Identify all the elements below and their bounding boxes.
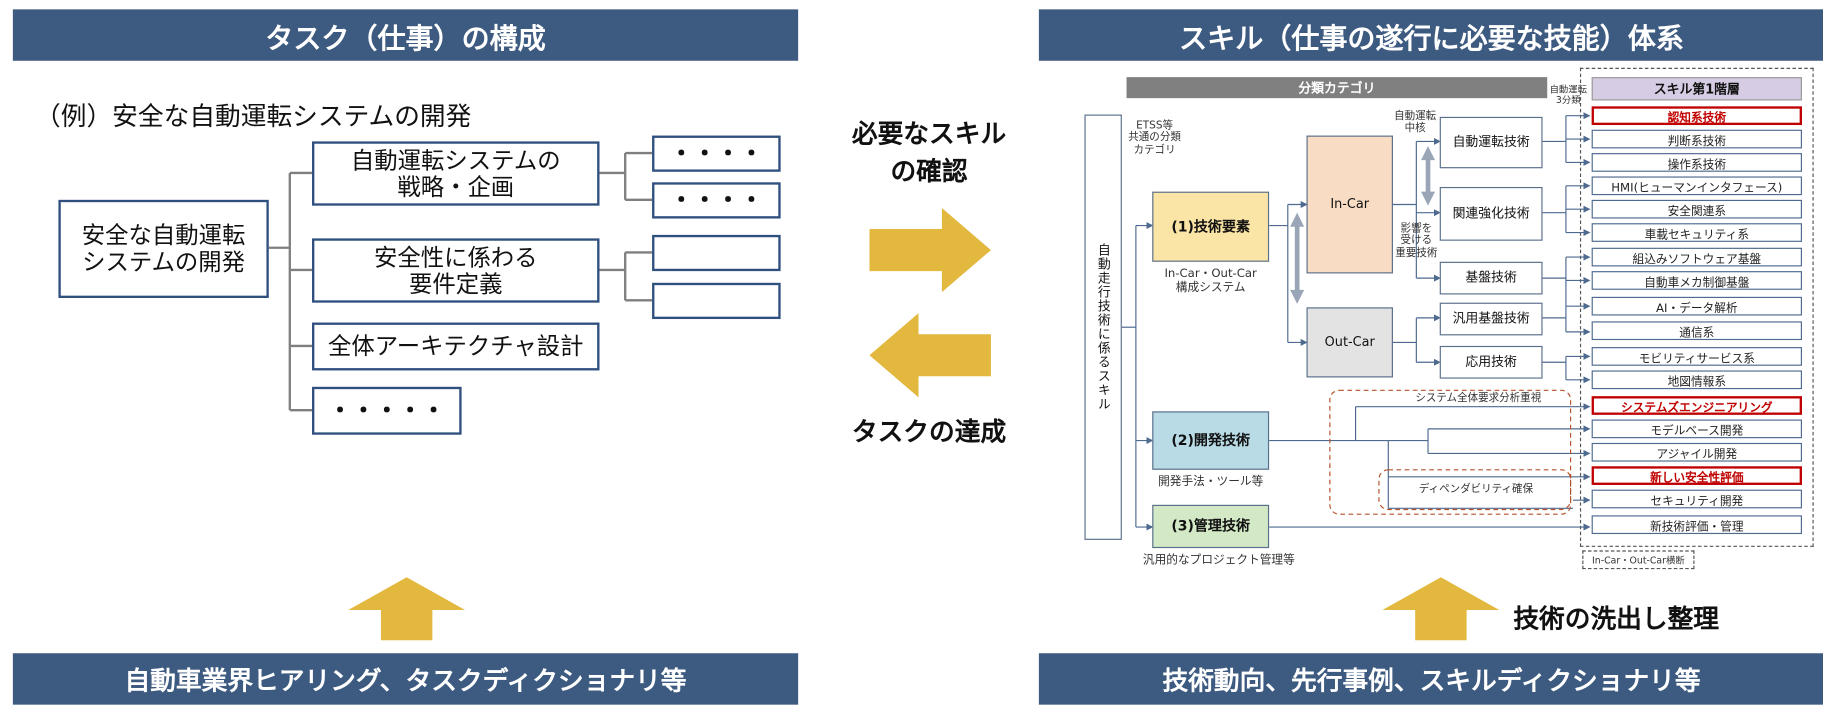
in-car-box: In-Car — [1306, 135, 1393, 274]
tech-elements-caption: In-Car・Out-Car 構成システム — [1164, 267, 1257, 294]
example-label: （例）安全な自動運転システムの開発 — [35, 102, 472, 133]
dev-tech-category: (2)開発技術 — [1152, 411, 1270, 470]
skill-item: モデルベース開発 — [1591, 419, 1802, 439]
up-arrow-icon — [1382, 577, 1500, 641]
leaf-task-box — [652, 234, 781, 272]
up-arrow-icon — [348, 577, 466, 641]
skill-item: 通信系 — [1591, 321, 1802, 341]
left-panel-footer: 自動車業界ヒアリング、タスクディクショナリ等 — [12, 653, 799, 705]
skill-item: AI・データ解析 — [1591, 296, 1802, 316]
affected-note: 影響を 受ける 重要技術 — [1395, 223, 1438, 260]
task-tree-connectors — [268, 151, 653, 412]
tech-group-box: 基盤技術 — [1439, 261, 1543, 295]
skill-item: モビリティサービス系 — [1591, 347, 1802, 366]
etss-note: ETSS等 共通の分類 カテゴリ — [1128, 120, 1181, 157]
skill-item: セキュリティ開発 — [1591, 489, 1802, 509]
out-car-box: Out-Car — [1306, 307, 1393, 378]
skill-item: 新技術評価・管理 — [1591, 515, 1802, 535]
skill-item-highlighted: 認知系技術 — [1591, 106, 1802, 126]
left-panel-header: タスク（仕事）の構成 — [12, 9, 799, 61]
root-task-box: 安全な自動運転 システムの開発 — [58, 199, 269, 298]
right-panel-header: スキル（仕事の遂行に必要な技能）体系 — [1038, 9, 1823, 61]
skill-item: HMI(ヒューマンインタフェース) — [1591, 176, 1802, 196]
root-skill-box: 自動走行技術に係るスキル — [1084, 114, 1122, 540]
dependability-note: ディペンダビリティ確保 — [1411, 483, 1541, 496]
right-arrow-label: 必要なスキル の確認 — [851, 120, 1007, 187]
tech-group-box: 応用技術 — [1439, 345, 1543, 379]
cross-note: In-Car・Out-Car横断 — [1582, 550, 1695, 570]
tech-group-box: 関連強化技術 — [1439, 186, 1543, 241]
category-header: 分類カテゴリ — [1126, 77, 1548, 99]
right-panel-footer: 技術動向、先行事例、スキルディクショナリ等 — [1038, 653, 1823, 705]
right-arrow-icon — [869, 208, 991, 293]
skill-item: 組込みソフトウェア基盤 — [1591, 247, 1802, 267]
auto-core-note: 自動運転 中核 — [1394, 111, 1437, 135]
leaf-task-box: ・・・・ — [652, 182, 781, 219]
skill-item: 自動車メカ制御基盤 — [1591, 271, 1802, 290]
skill-cross-frame — [1579, 67, 1814, 547]
auto-three-note: 自動運転 3分類 — [1549, 84, 1587, 106]
skill-header: スキル第1階層 — [1591, 77, 1802, 101]
skill-item: 判断系技術 — [1591, 129, 1802, 149]
mgmt-tech-caption: 汎用的なプロジェクト管理等 — [1142, 553, 1295, 567]
tech-extraction-label: 技術の洗出し整理 — [1513, 605, 1720, 635]
skill-item: 地図情報系 — [1591, 370, 1802, 390]
leaf-task-box — [652, 282, 781, 320]
skill-item: 安全関連系 — [1591, 199, 1802, 219]
leaf-task-box: ・・・・ — [652, 135, 781, 172]
skill-item: 操作系技術 — [1591, 153, 1802, 172]
skill-item: アジャイル開発 — [1591, 442, 1802, 462]
root-skill-label: 自動走行技術に係るスキル — [1096, 243, 1112, 412]
left-arrow-icon — [869, 313, 991, 398]
subtask-box: 安全性に係わる 要件定義 — [312, 238, 600, 303]
subtask-box: 自動運転システムの 戦略・企画 — [312, 141, 600, 206]
left-arrow-label: タスクの達成 — [851, 418, 1007, 448]
dev-tech-caption: 開発手法・ツール等 — [1158, 475, 1264, 489]
skill-item: 車載セキュリティ系 — [1591, 223, 1802, 242]
tech-group-box: 汎用基盤技術 — [1439, 302, 1543, 336]
subtask-box: 全体アーキテクチャ設計 — [312, 322, 600, 371]
mgmt-tech-category: (3)管理技術 — [1152, 504, 1270, 549]
skill-item-highlighted: 新しい安全性評価 — [1591, 466, 1802, 485]
tech-group-box: 自動運転技術 — [1439, 116, 1543, 169]
skill-item-highlighted: システムズエンジニアリング — [1591, 396, 1802, 415]
system-note: システム全体要求分析重視 — [1390, 392, 1566, 405]
subtask-box: ・・・・・ — [312, 386, 462, 435]
tech-elements-category: (1)技術要素 — [1152, 191, 1270, 262]
